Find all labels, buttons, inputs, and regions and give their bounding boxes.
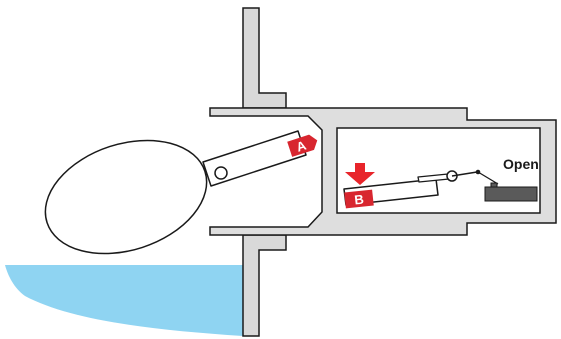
reed-contact [417, 169, 538, 202]
arm-pivot-hole [214, 166, 228, 180]
wall-lower [242, 234, 287, 337]
water-body [5, 265, 243, 336]
badge-b-icon: B [344, 189, 374, 209]
badge-b-shape [344, 189, 374, 209]
switch-state-label: Open [503, 156, 539, 172]
wall-upper [242, 7, 287, 109]
contact-arm-lower [477, 171, 499, 185]
badge-a-icon: A [287, 134, 318, 157]
down-arrow-icon [345, 163, 375, 185]
contact-arm-upper [451, 171, 478, 177]
badge-a-shape [287, 134, 318, 157]
contact-terminal [484, 186, 538, 202]
float-arm [202, 130, 307, 187]
badge-b-label: B [354, 192, 365, 208]
float-body [44, 139, 208, 255]
float-assembly [44, 130, 307, 255]
